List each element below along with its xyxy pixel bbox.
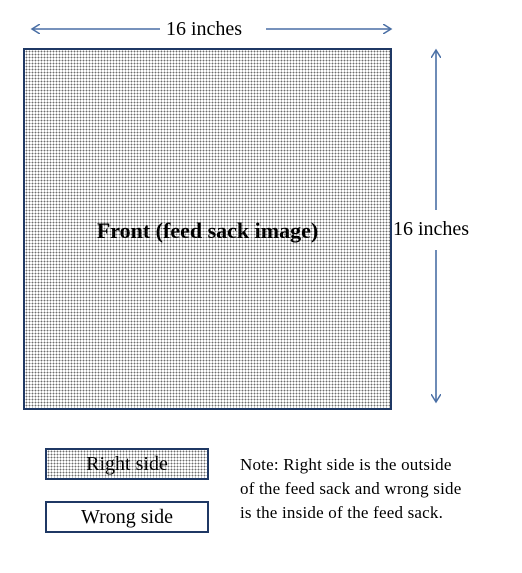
- width-label: 16 inches: [166, 17, 243, 41]
- note-line-2: of the feed sack and wrong side: [240, 479, 462, 498]
- note-text: Note: Right side is the outside of the f…: [240, 453, 510, 525]
- note-line-3: is the inside of the feed sack.: [240, 503, 444, 522]
- front-label: Front (feed sack image): [96, 218, 319, 243]
- legend-right-side-label: Right side: [86, 453, 168, 475]
- height-label: 16 inches: [393, 217, 470, 241]
- legend-wrong-side: Wrong side: [45, 501, 209, 533]
- legend-right-side: Right side: [45, 448, 209, 480]
- note-line-1: Note: Right side is the outside: [240, 455, 452, 474]
- legend-wrong-side-label: Wrong side: [81, 506, 173, 528]
- fabric-square-front: Front (feed sack image): [23, 48, 392, 410]
